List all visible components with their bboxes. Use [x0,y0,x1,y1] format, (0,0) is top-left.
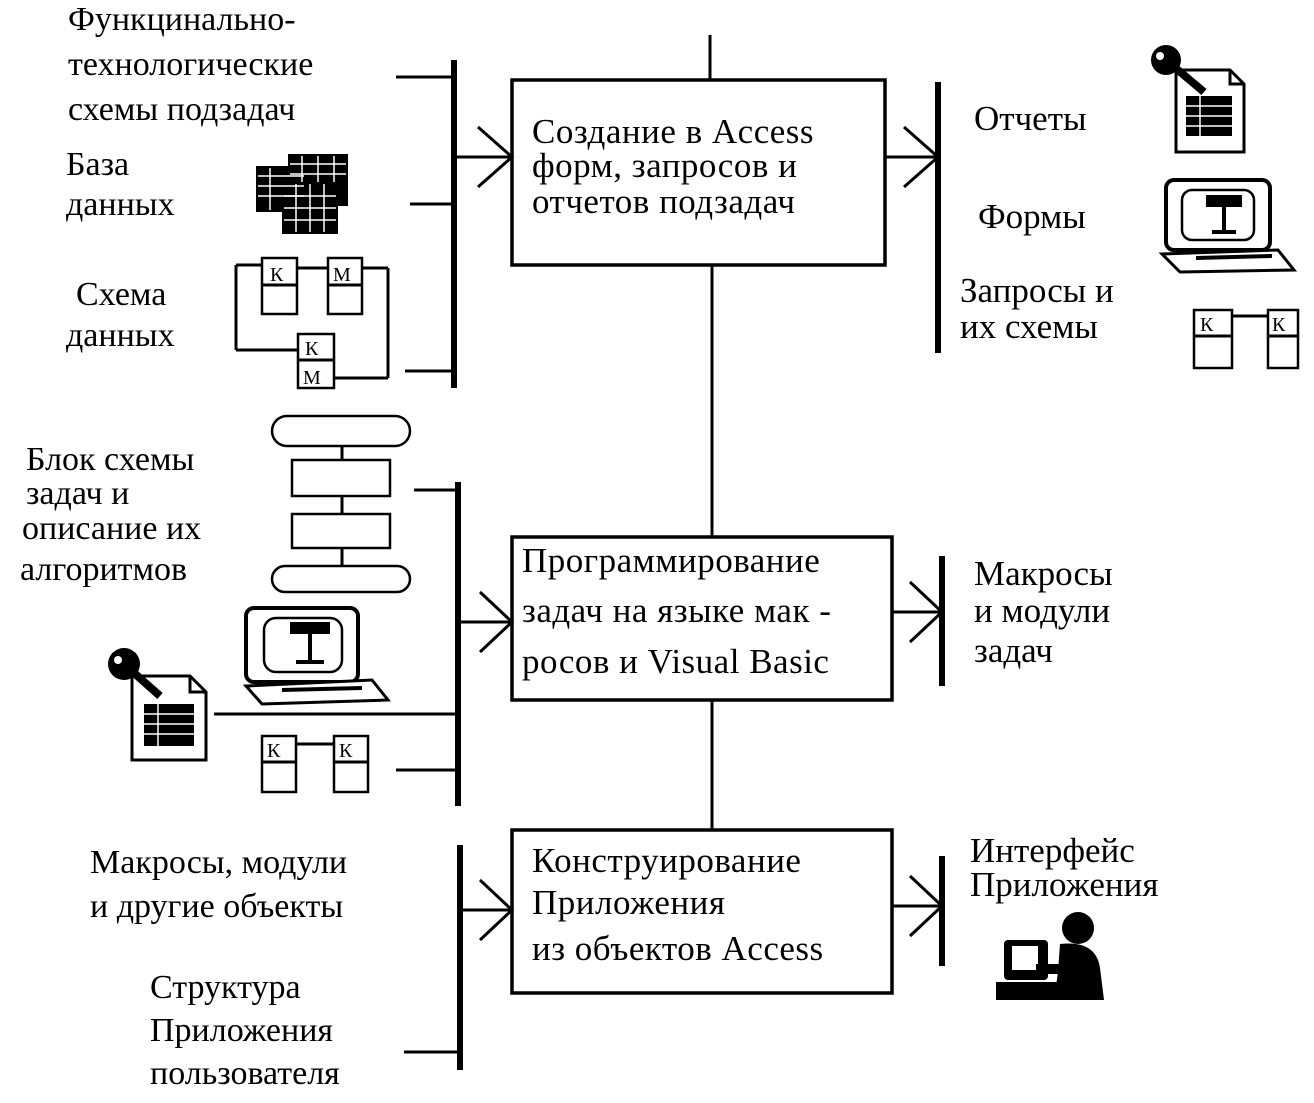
create-box-line-1: Создание в Access [532,112,814,151]
output-label-line: задач [974,631,1053,670]
svg-text:К: К [270,264,284,286]
arrow-head [478,878,515,942]
input-label-line: алгоритмов [20,551,187,588]
data-schema-icon: К М К М [234,256,390,390]
create-box-line-3: отчетов подзадач [532,182,795,221]
construct-box-line-3: из объектов Access [532,929,824,968]
svg-text:М: М [303,367,321,389]
input-label-line: Схема [76,276,166,313]
form-icon [242,606,392,706]
svg-text:К: К [305,338,319,360]
output-label-line: Макросы [974,554,1113,593]
construct-box-line-2: Приложения [532,883,725,922]
output-label-line: Запросы и [960,271,1114,310]
output-label-line: и модули [974,591,1110,630]
input-label-line: Макросы, модули [90,844,347,881]
output-label-line: Приложения [970,865,1158,904]
input-label-line: и другие объекты [90,888,343,925]
stage-create: Создание в Access форм, запросов и отчет… [66,1,1300,390]
tables-icon [256,154,348,234]
input-label-line: Блок схемы [26,441,194,478]
arrow-head [477,125,515,189]
create-box-line-2: форм, запросов и [532,146,797,185]
input-label-line: технологические [68,46,313,83]
create-process-box [510,78,887,267]
svg-text:К: К [1272,314,1286,336]
input-label-line: описание их [22,510,201,547]
construct-box-line-1: Конструирование [532,841,801,880]
report-icon [108,648,208,762]
svg-text:М: М [333,264,351,286]
program-box-line-1: Программирование [522,541,820,580]
flowchart-icon [270,414,412,594]
input-label-line: База [66,146,129,183]
connectors [708,35,714,830]
svg-text:К: К [1200,314,1214,336]
output-label-line: их схемы [960,307,1098,346]
program-process-box [510,535,894,702]
output-label-line: Отчеты [974,99,1087,138]
input-label-line: Приложения [150,1012,333,1049]
stage-construct: Конструирование Приложения из объектов A… [90,828,1158,1092]
construct-process-box [510,828,894,995]
output-label-line: Формы [978,197,1086,236]
svg-text:К: К [267,740,281,762]
program-box-line-2: задач на языке мак - [522,591,831,630]
svg-text:К: К [339,740,353,762]
input-label-line: Структура [150,969,301,1006]
output-label-line: Интерфейс [970,831,1135,870]
query-schema-icon: К К [260,734,370,794]
stage-program: Программирование задач на языке мак - ро… [20,414,1113,806]
report-icon [1151,45,1246,154]
input-label-line: схемы подзадач [68,91,295,128]
input-label-line: Функцинально- [68,1,296,38]
arrow-head [478,590,515,654]
query-schema-icon: К К [1192,308,1300,370]
input-label-line: пользователя [150,1055,340,1092]
form-icon [1158,178,1298,274]
user-at-computer-icon [996,912,1104,1000]
input-label-line: данных [66,186,175,223]
program-box-line-3: росов и Visual Basic [522,642,829,681]
input-label-line: задач и [26,475,129,512]
input-label-line: данных [66,317,175,354]
